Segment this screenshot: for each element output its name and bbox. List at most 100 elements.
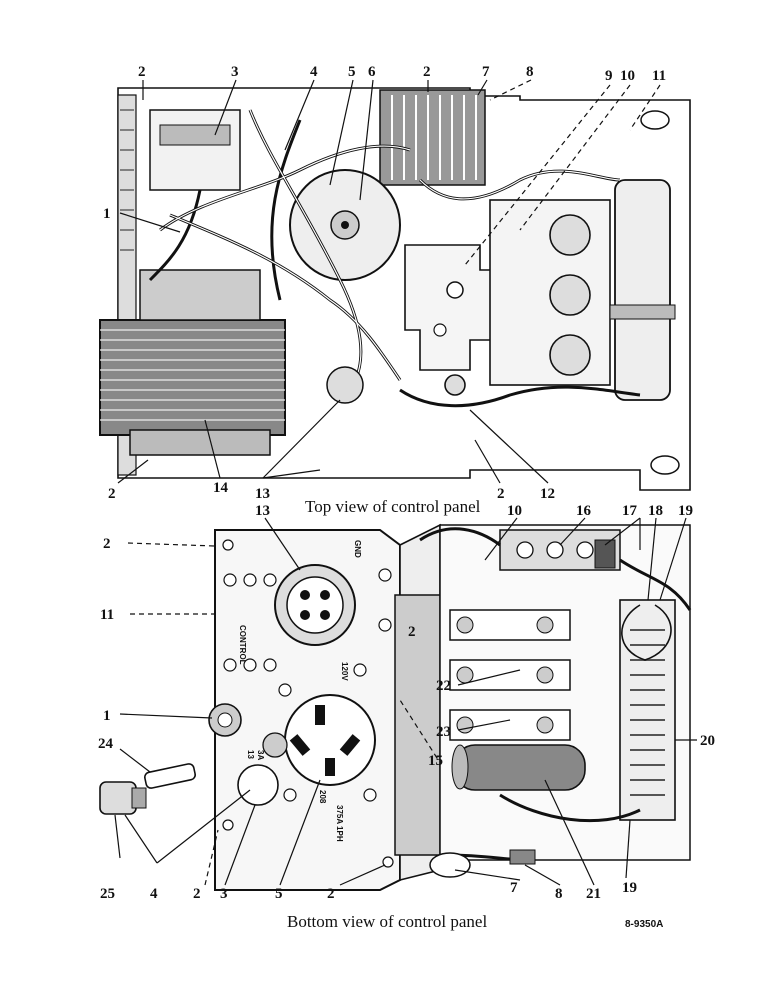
connector-1-face — [217, 712, 233, 728]
bot-callout-10: 10 — [507, 503, 522, 519]
fuse-cap-neck — [131, 787, 147, 809]
stamp-gnd: GND — [353, 540, 362, 558]
bottom-callouts: 2 11 1 24 25 4 2 3 5 2 13 15 2 22 23 10 … — [98, 503, 715, 902]
transformer-base — [129, 429, 271, 456]
bot-callout-19b: 19 — [622, 880, 637, 896]
rectifier-3 — [549, 334, 591, 376]
mount-slot-top — [640, 110, 670, 130]
resistor-winding — [630, 629, 665, 796]
bottom-wire-b — [619, 558, 692, 611]
top-callout-14: 14 — [213, 480, 229, 496]
bottom-view-caption: Bottom view of control panel — [287, 912, 487, 931]
top-callouts: 2 3 4 5 6 2 7 8 9 10 11 1 2 14 13 2 12 — [103, 64, 666, 502]
timer-screw — [341, 221, 349, 229]
bot-callout-13: 13 — [255, 503, 270, 519]
top-callout-1: 1 — [103, 206, 111, 222]
top-callout-8: 8 — [526, 64, 534, 80]
terminal-block — [379, 89, 486, 186]
connector-13-face — [286, 576, 344, 634]
bot-callout-2b: 2 — [193, 886, 201, 902]
stamp-rating: 375A 1PH — [335, 805, 344, 842]
bottom-leader-lines — [114, 517, 697, 886]
terminal-block-17 — [594, 539, 616, 569]
resistor-20 — [619, 599, 676, 821]
top-callout-2b: 2 — [423, 64, 431, 80]
top-callout-2a: 2 — [138, 64, 146, 80]
terminal-fins — [391, 95, 477, 180]
stamp-13: 13 — [246, 750, 255, 759]
top-callout-6: 6 — [368, 64, 376, 80]
bot-callout-2c: 2 — [327, 886, 335, 902]
stamp-control: CONTROL — [238, 625, 247, 665]
top-callout-9: 9 — [605, 68, 613, 84]
relay-coil — [159, 124, 231, 146]
bracket-screw-a — [446, 281, 464, 299]
terminal-screw-2 — [546, 541, 564, 559]
cover-plate — [394, 594, 441, 856]
connector-base — [326, 366, 364, 404]
relay-box — [149, 109, 241, 191]
bottom-wire-a — [419, 527, 501, 547]
top-callout-2d: 2 — [497, 486, 505, 502]
top-callout-13: 13 — [255, 486, 270, 502]
fuse-knob — [262, 732, 288, 758]
stamp-spec: 208 — [318, 790, 327, 804]
power-resistor — [614, 179, 671, 401]
top-view-caption: Top view of control panel — [305, 497, 481, 516]
outlet-slot-a — [315, 705, 325, 725]
bottom-view-illustration: CONTROL GND 120V 3A 13 375A 1PH 208 — [99, 523, 692, 891]
terminal-screw-3 — [576, 541, 594, 559]
fuse-cap-25 — [99, 781, 137, 815]
bracket-lug — [444, 374, 466, 396]
bot-callout-11: 11 — [100, 607, 114, 623]
bot-callout-24: 24 — [98, 736, 114, 752]
bot-callout-7: 7 — [510, 880, 518, 896]
bot-callout-23: 23 — [436, 724, 451, 740]
fuse-24 — [144, 763, 196, 789]
top-callout-5: 5 — [348, 64, 356, 80]
bot-callout-21: 21 — [586, 886, 601, 902]
connector-pin-3 — [300, 610, 310, 620]
resistor-clamp — [609, 304, 676, 320]
grommet — [429, 852, 471, 878]
stamp-3a: 3A — [256, 750, 265, 760]
bot-callout-19a: 19 — [678, 503, 693, 519]
bot-callout-3: 3 — [220, 886, 228, 902]
top-callout-10: 10 — [620, 68, 635, 84]
rail-hatching — [120, 109, 134, 251]
bot-callout-18: 18 — [648, 503, 663, 519]
bracket-screw-b — [433, 323, 447, 337]
bot-callout-15: 15 — [428, 753, 443, 769]
outlet-slot-c — [339, 734, 361, 756]
figure-code: 8-9350A — [625, 919, 663, 930]
bot-callout-17: 17 — [622, 503, 638, 519]
capacitor — [454, 744, 586, 791]
transformer-laminations — [100, 329, 285, 421]
outlet-slot-d — [325, 758, 335, 776]
top-view-illustration — [99, 87, 691, 491]
bot-callout-2a: 2 — [103, 536, 111, 552]
top-wiring-harness — [148, 109, 641, 408]
panel-holes — [222, 539, 394, 868]
transformer-coil-top — [139, 269, 261, 321]
bottom-wire-c — [499, 793, 641, 823]
bot-callout-20: 20 — [700, 733, 715, 749]
bot-callout-25: 25 — [100, 886, 115, 902]
outlet-slot-b — [289, 734, 311, 756]
connector-pin-1 — [300, 590, 310, 600]
fuse-holder — [237, 764, 279, 806]
connector-pin-4 — [320, 610, 330, 620]
bot-callout-1: 1 — [103, 708, 111, 724]
rectifier-clips — [449, 609, 571, 741]
mount-slot-bottom — [650, 455, 680, 475]
bot-callout-5: 5 — [275, 886, 283, 902]
bot-callout-22: 22 — [436, 678, 451, 694]
resistor-clip — [621, 604, 672, 661]
rectifier-2 — [549, 274, 591, 316]
bot-callout-8: 8 — [555, 886, 563, 902]
switch-bracket — [404, 244, 501, 371]
bot-callout-16: 16 — [576, 503, 592, 519]
top-callout-11: 11 — [652, 68, 666, 84]
